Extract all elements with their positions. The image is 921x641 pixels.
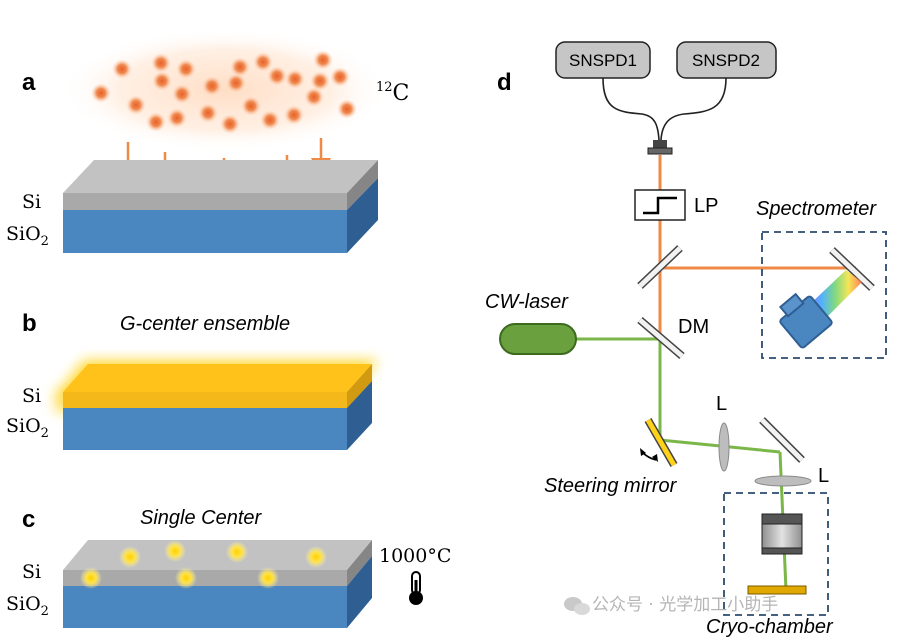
carbon-atom	[304, 87, 324, 107]
carbon-isotope-label: 12C	[376, 80, 409, 106]
wechat-icon	[564, 597, 590, 615]
dichroic-mirror	[637, 316, 685, 360]
panel-c-letter: c	[22, 506, 35, 533]
lens-bottom-label: L	[818, 465, 829, 487]
cryo-chamber-label: Cryo-chamber	[706, 616, 834, 638]
carbon-cloud	[60, 28, 390, 152]
lens-top-label: L	[716, 393, 727, 415]
panel-d: d SNSPD1 SNSPD2 LP	[485, 41, 887, 638]
cw-laser	[499, 323, 577, 355]
snspd2-label: SNSPD2	[692, 51, 760, 70]
carbon-atom	[126, 95, 146, 115]
carbon-atom	[167, 108, 187, 128]
single-centers	[80, 540, 327, 589]
substrate-a	[63, 160, 378, 253]
single-center-dot	[119, 546, 141, 568]
carbon-atom	[112, 59, 132, 79]
carbon-atom	[260, 110, 280, 130]
thermometer-icon	[409, 571, 423, 605]
collection-beam	[658, 155, 856, 338]
panel-b: b G-center ensemble Si SiO2	[6, 310, 378, 450]
carbon-atom	[220, 114, 240, 134]
carbon-atom	[152, 71, 172, 91]
carbon-atom	[337, 99, 357, 119]
carbon-atom	[172, 84, 192, 104]
panel-c-title: Single Center	[140, 507, 263, 529]
panel-d-letter: d	[497, 69, 512, 96]
single-center-dot	[175, 567, 197, 589]
lower-fold-mirror	[759, 417, 805, 463]
panel-b-letter: b	[22, 310, 37, 337]
carbon-atom	[267, 66, 287, 86]
sample-stage	[747, 585, 807, 595]
lens-top	[718, 422, 730, 472]
fiber-connector	[647, 140, 673, 155]
carbon-atom	[198, 103, 218, 123]
carbon-atom	[226, 73, 246, 93]
single-center-dot	[305, 546, 327, 568]
temperature-label: 1000°C	[379, 545, 451, 567]
substrate-c	[63, 540, 372, 628]
carbon-atom	[202, 76, 222, 96]
carbon-atom	[330, 67, 350, 87]
si-label-a: Si	[22, 191, 41, 213]
carbon-atom	[146, 112, 166, 132]
panel-a-letter: a	[22, 69, 36, 96]
panel-b-title: G-center ensemble	[120, 313, 290, 335]
sio2-label-b: SiO2	[6, 415, 49, 441]
lp-label: LP	[694, 195, 718, 217]
substrate-b	[63, 364, 372, 450]
snspd2-box: SNSPD2	[676, 41, 777, 79]
carbon-atom	[310, 71, 330, 91]
steering-mirror-label: Steering mirror	[544, 475, 678, 497]
spectrometer-label: Spectrometer	[756, 198, 877, 220]
single-center-dot	[226, 541, 248, 563]
snspd1-label: SNSPD1	[569, 51, 637, 70]
fiber-cables	[602, 77, 727, 141]
sio2-label-a: SiO2	[6, 223, 49, 249]
carbon-atom	[284, 105, 304, 125]
dispersed-spectrum	[808, 270, 862, 318]
sio2-label-c: SiO2	[6, 593, 49, 619]
cryo-chamber-box	[723, 492, 829, 616]
objective-lens	[761, 513, 803, 555]
long-pass-filter	[634, 189, 686, 221]
lens-bottom	[754, 475, 812, 487]
panel-a: a Si SiO2 12C	[6, 28, 409, 253]
carbon-atom	[285, 69, 305, 89]
panel-c: c Single Center Si SiO2 1000°C	[6, 506, 451, 628]
carbon-atom	[253, 52, 273, 72]
watermark-text: 公众号 · 光学加工小助手	[592, 595, 778, 615]
carbon-atom	[176, 59, 196, 79]
spectrometer-camera	[778, 292, 833, 349]
cw-laser-label: CW-laser	[485, 291, 569, 313]
si-label-c: Si	[22, 561, 41, 583]
si-label-b: Si	[22, 385, 41, 407]
dm-label: DM	[678, 316, 709, 338]
carbon-atom	[151, 53, 171, 73]
grating	[829, 247, 875, 291]
carbon-atoms	[91, 50, 357, 134]
excitation-beam	[574, 337, 788, 591]
carbon-atom	[230, 57, 250, 77]
single-center-dot	[257, 567, 279, 589]
spectrometer-box	[761, 231, 887, 359]
single-center-dot	[80, 567, 102, 589]
single-center-dot	[164, 540, 186, 562]
fold-mirror	[637, 245, 683, 289]
snspd1-box: SNSPD1	[555, 41, 651, 79]
watermark: 公众号 · 光学加工小助手	[564, 595, 778, 615]
carbon-atom	[241, 96, 261, 116]
steering-mirror	[644, 417, 678, 468]
carbon-atom	[91, 83, 111, 103]
carbon-atom	[313, 50, 333, 70]
